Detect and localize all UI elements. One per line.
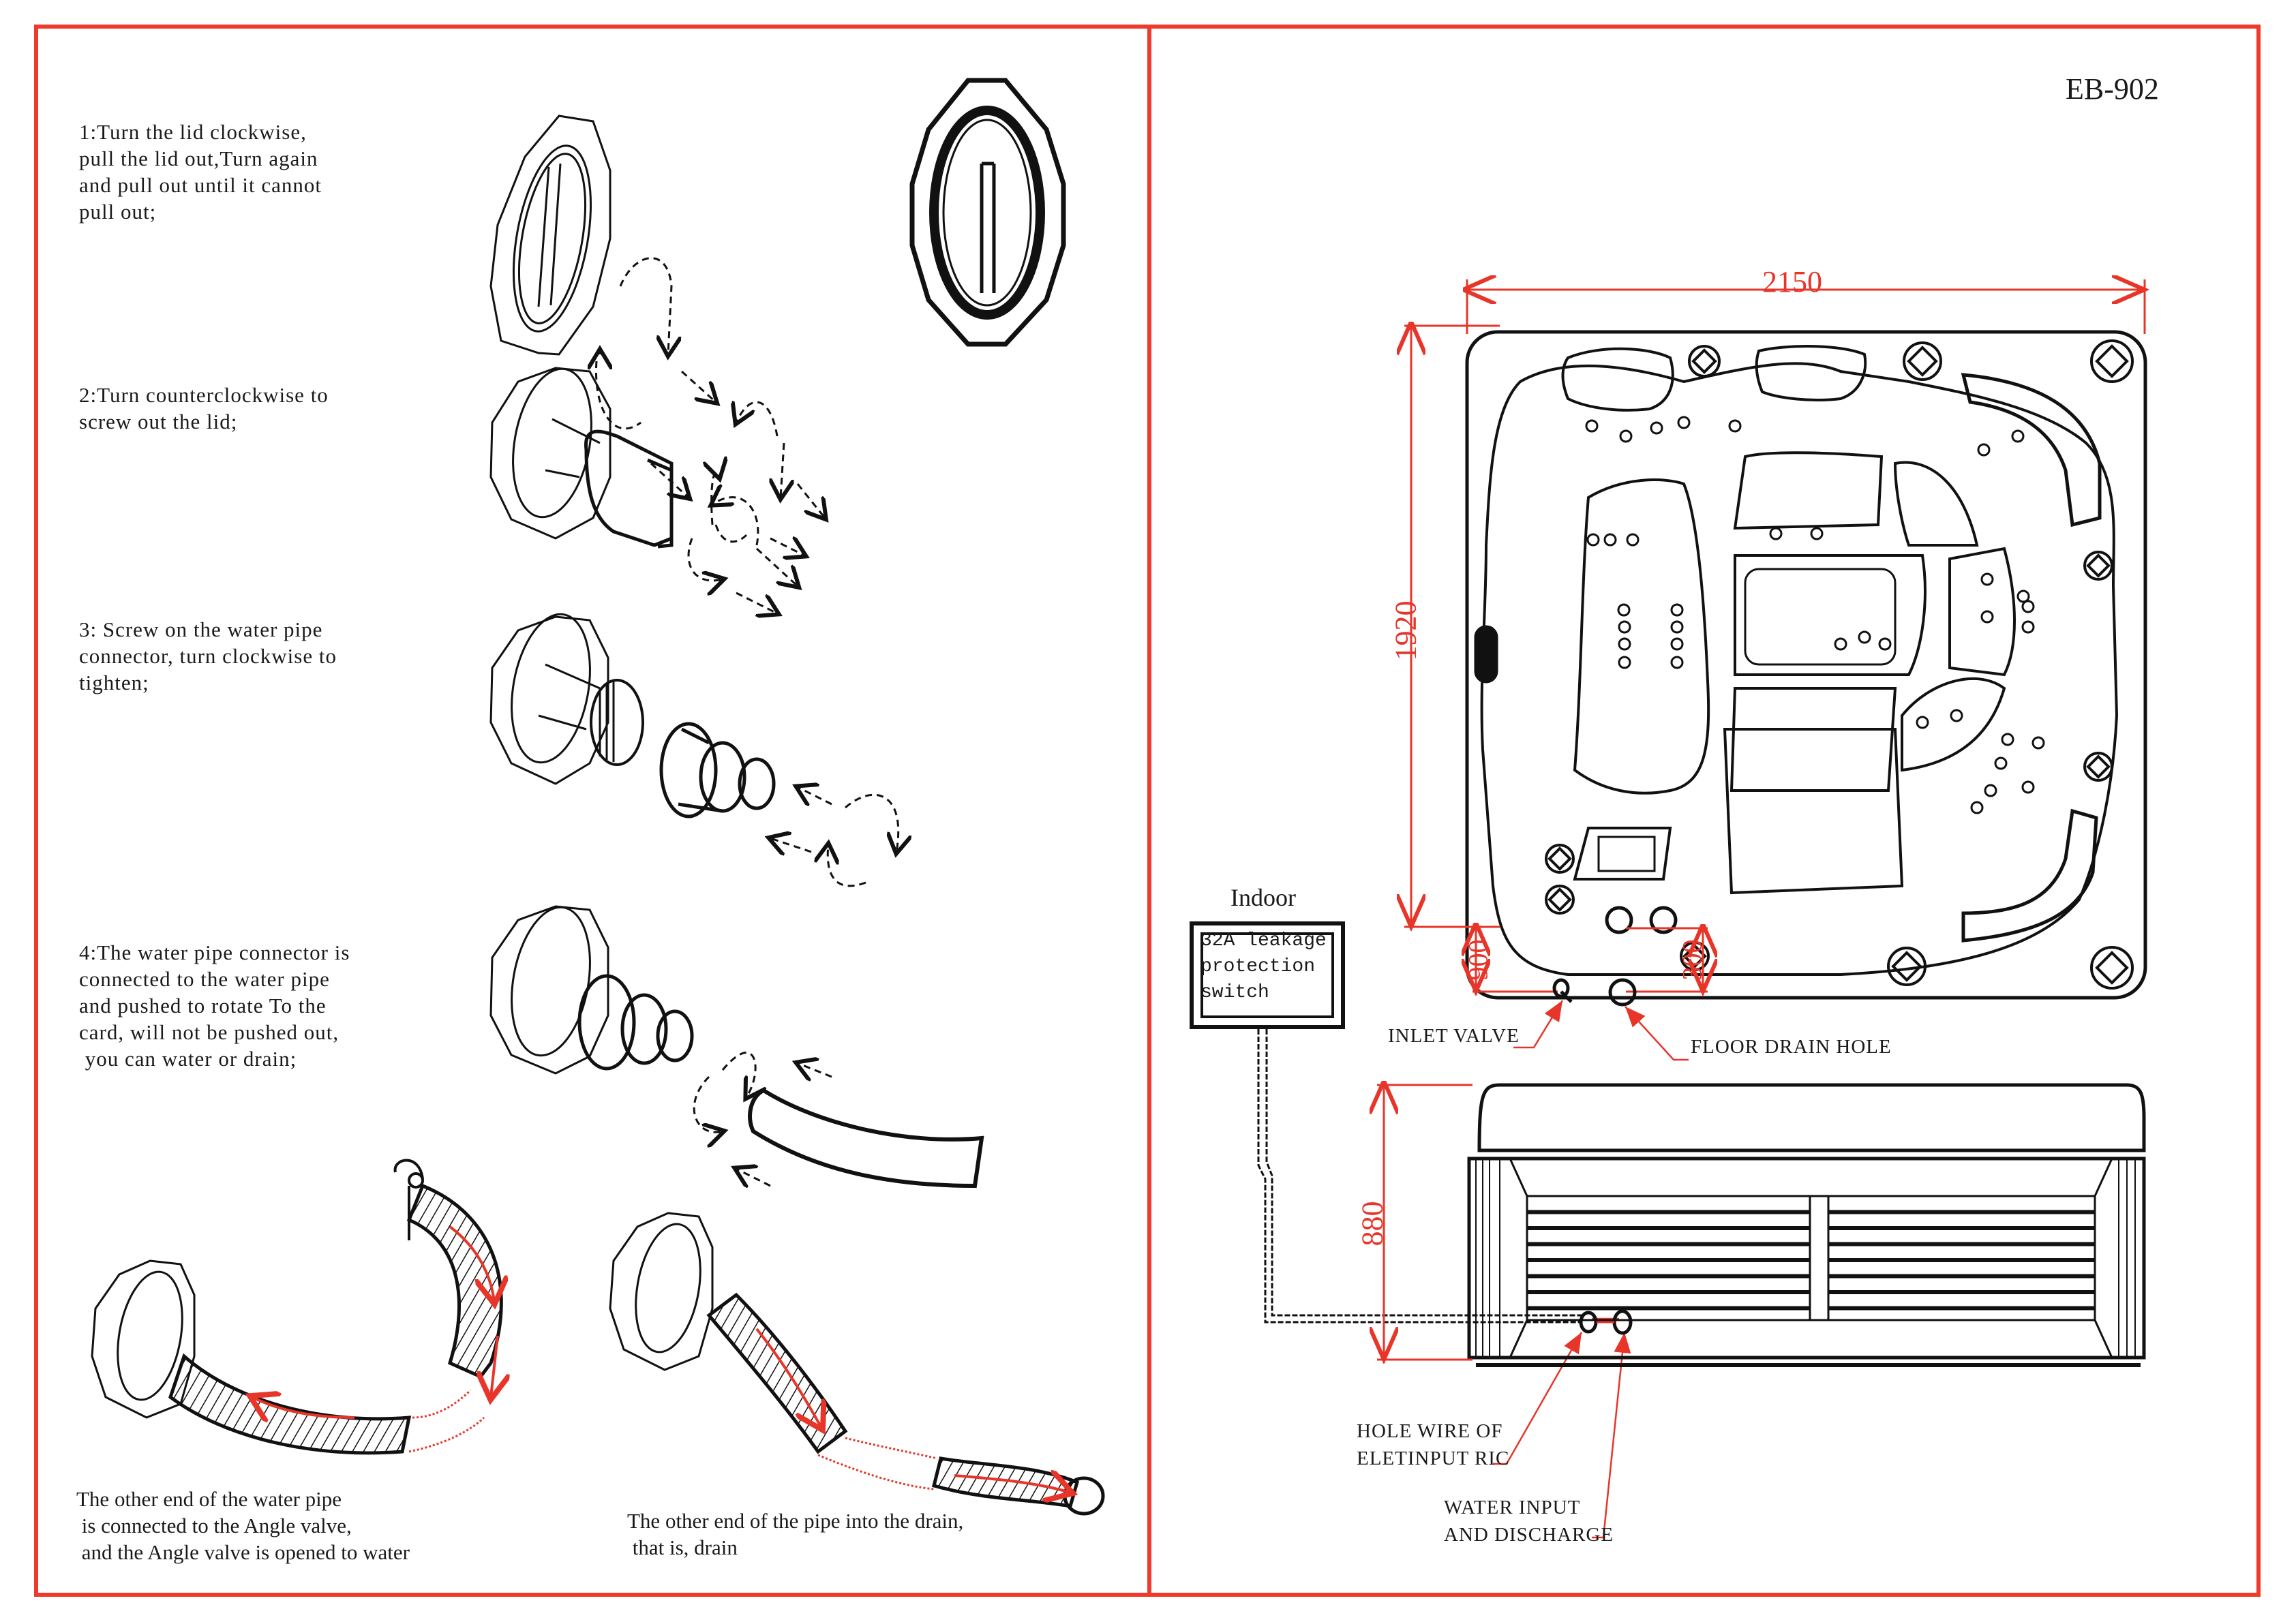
jet-icon bbox=[2021, 620, 2035, 634]
dimension-inlet bbox=[1472, 927, 1558, 992]
page-divider bbox=[1147, 25, 1151, 1597]
jet-icon bbox=[1586, 533, 1600, 547]
jet-icon bbox=[1670, 637, 1684, 651]
jet-icon bbox=[1994, 756, 2008, 770]
inlet-valve-label: INLET VALVE bbox=[1388, 1025, 1520, 1047]
jet-icon bbox=[1878, 637, 1892, 651]
flange-connector-illustration bbox=[489, 613, 644, 785]
jet-icon bbox=[1950, 709, 1963, 722]
jet-icon bbox=[1670, 620, 1684, 634]
step-2-text: 2:Turn counterclockwise to screw out the… bbox=[79, 383, 329, 433]
jet-icon bbox=[1617, 603, 1631, 617]
jet-icon bbox=[1810, 527, 1824, 540]
jet-icon bbox=[1670, 656, 1684, 669]
jet-icon bbox=[1984, 784, 1997, 797]
jet-icon bbox=[1585, 419, 1599, 433]
tub-top-view bbox=[1465, 330, 2147, 1000]
jet-icon bbox=[2021, 600, 2035, 613]
flange-front-view bbox=[909, 78, 1066, 347]
jet-icon bbox=[1977, 443, 1991, 457]
jet-icon bbox=[1980, 572, 1994, 586]
jet-icon bbox=[1603, 533, 1617, 547]
side-ports bbox=[1579, 1309, 1633, 1335]
dimension-height bbox=[1377, 1085, 1472, 1360]
indoor-label: Indoor bbox=[1230, 884, 1296, 911]
jet-icon bbox=[1858, 630, 1871, 644]
inlet-offset-label: 900 bbox=[1462, 939, 1494, 981]
jet-icon bbox=[1618, 656, 1631, 669]
caption-drain: The other end of the pipe into the drain… bbox=[627, 1509, 964, 1559]
tub-side-view bbox=[1467, 1083, 2146, 1367]
rotation-arrows-3 bbox=[770, 787, 898, 887]
step-1-text: 1:Turn the lid clockwise, pull the lid o… bbox=[79, 120, 322, 224]
step-4-text: 4:The water pipe connector is connected … bbox=[79, 940, 350, 1071]
step-3-text: 3: Screw on the water pipe connector, tu… bbox=[79, 617, 337, 694]
jet-icon bbox=[1970, 801, 1984, 814]
jet-icon bbox=[2031, 736, 2045, 750]
jet-icon bbox=[1834, 637, 1847, 651]
floor-drain-symbol bbox=[1608, 978, 1637, 1007]
flow-arrows-drain bbox=[755, 1328, 1070, 1493]
pipe-connector-part bbox=[659, 722, 776, 818]
rotation-arrows-2 bbox=[687, 498, 804, 613]
jet-icon bbox=[2016, 590, 2030, 603]
leader-lines bbox=[1493, 1000, 1689, 1539]
dimension-drain bbox=[1626, 928, 1708, 992]
depth-dimension-label: 1920 bbox=[1389, 600, 1423, 661]
inlet-valve-symbol bbox=[1552, 978, 1573, 1003]
drain-offset-label: 300 bbox=[1676, 939, 1708, 981]
jet-icon bbox=[1769, 527, 1783, 540]
hose-segment bbox=[748, 1088, 984, 1189]
jet-icon bbox=[1670, 603, 1684, 617]
flange-screw-out-illustration bbox=[489, 367, 674, 549]
jet-icon bbox=[1728, 419, 1742, 433]
flange-connected-illustration bbox=[489, 905, 694, 1075]
jet-icon bbox=[2001, 733, 2014, 746]
rotation-arrows-4 bbox=[693, 1052, 832, 1186]
jet-icon bbox=[2011, 429, 2025, 443]
jet-icon bbox=[2021, 780, 2035, 794]
water-io-label: WATER INPUT AND DISCHARGE bbox=[1444, 1497, 1614, 1546]
flange-lid-illustration bbox=[489, 114, 611, 356]
model-number: EB-902 bbox=[2066, 72, 2159, 106]
side-slats bbox=[1527, 1210, 2095, 1311]
jet-icon bbox=[1980, 610, 1994, 624]
jet-icon bbox=[1619, 429, 1633, 443]
jets bbox=[1585, 416, 2045, 814]
jet-icon bbox=[1677, 416, 1691, 429]
jet-icon bbox=[1618, 620, 1631, 634]
jet-icon bbox=[1618, 637, 1631, 651]
leakage-switch-box: 32A leakage protection switch bbox=[1190, 921, 1345, 1029]
caption-angle-valve: The other end of the water pipe is conne… bbox=[76, 1487, 410, 1564]
hole-wire-label: HOLE WIRE OF ELETINPUT RIC bbox=[1357, 1420, 1510, 1469]
jet-icon bbox=[1626, 533, 1640, 547]
floor-drain-label: FLOOR DRAIN HOLE bbox=[1691, 1036, 1892, 1058]
leakage-switch-label: 32A leakage protection switch bbox=[1200, 930, 1327, 1003]
jet-icon bbox=[1916, 716, 1929, 729]
jet-icon bbox=[1650, 421, 1663, 435]
width-dimension-label: 2150 bbox=[1762, 265, 1822, 299]
height-dimension-label: 880 bbox=[1355, 1201, 1389, 1246]
flow-arrows-angle-valve bbox=[252, 1225, 498, 1453]
